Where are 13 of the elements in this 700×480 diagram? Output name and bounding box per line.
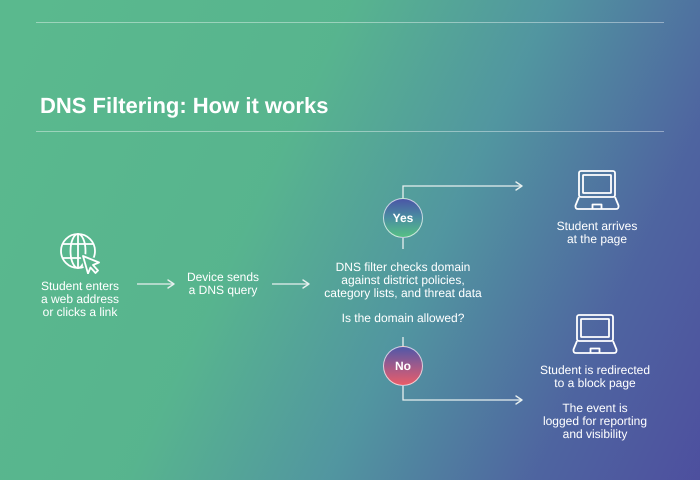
step-text: DNS filter checks domain against district policies, category lists, and threat data [323,261,483,300]
note-text: Is the domain allowed? [340,312,466,325]
step-text: Device sends a DNS query [186,271,260,297]
title: DNS Filtering: How it works [40,92,328,120]
arrow [137,279,175,289]
step-text: Student is redirected to a block page [538,364,652,390]
step-text: Student enters a web address or clicks a link [40,280,120,319]
connector-line [402,238,404,249]
arrow [402,181,523,198]
arrow [272,279,310,289]
step-text: Student arrives at the page [556,220,638,246]
note-text: The event is logged for reporting and visibility [542,402,648,441]
arrow [402,386,523,405]
